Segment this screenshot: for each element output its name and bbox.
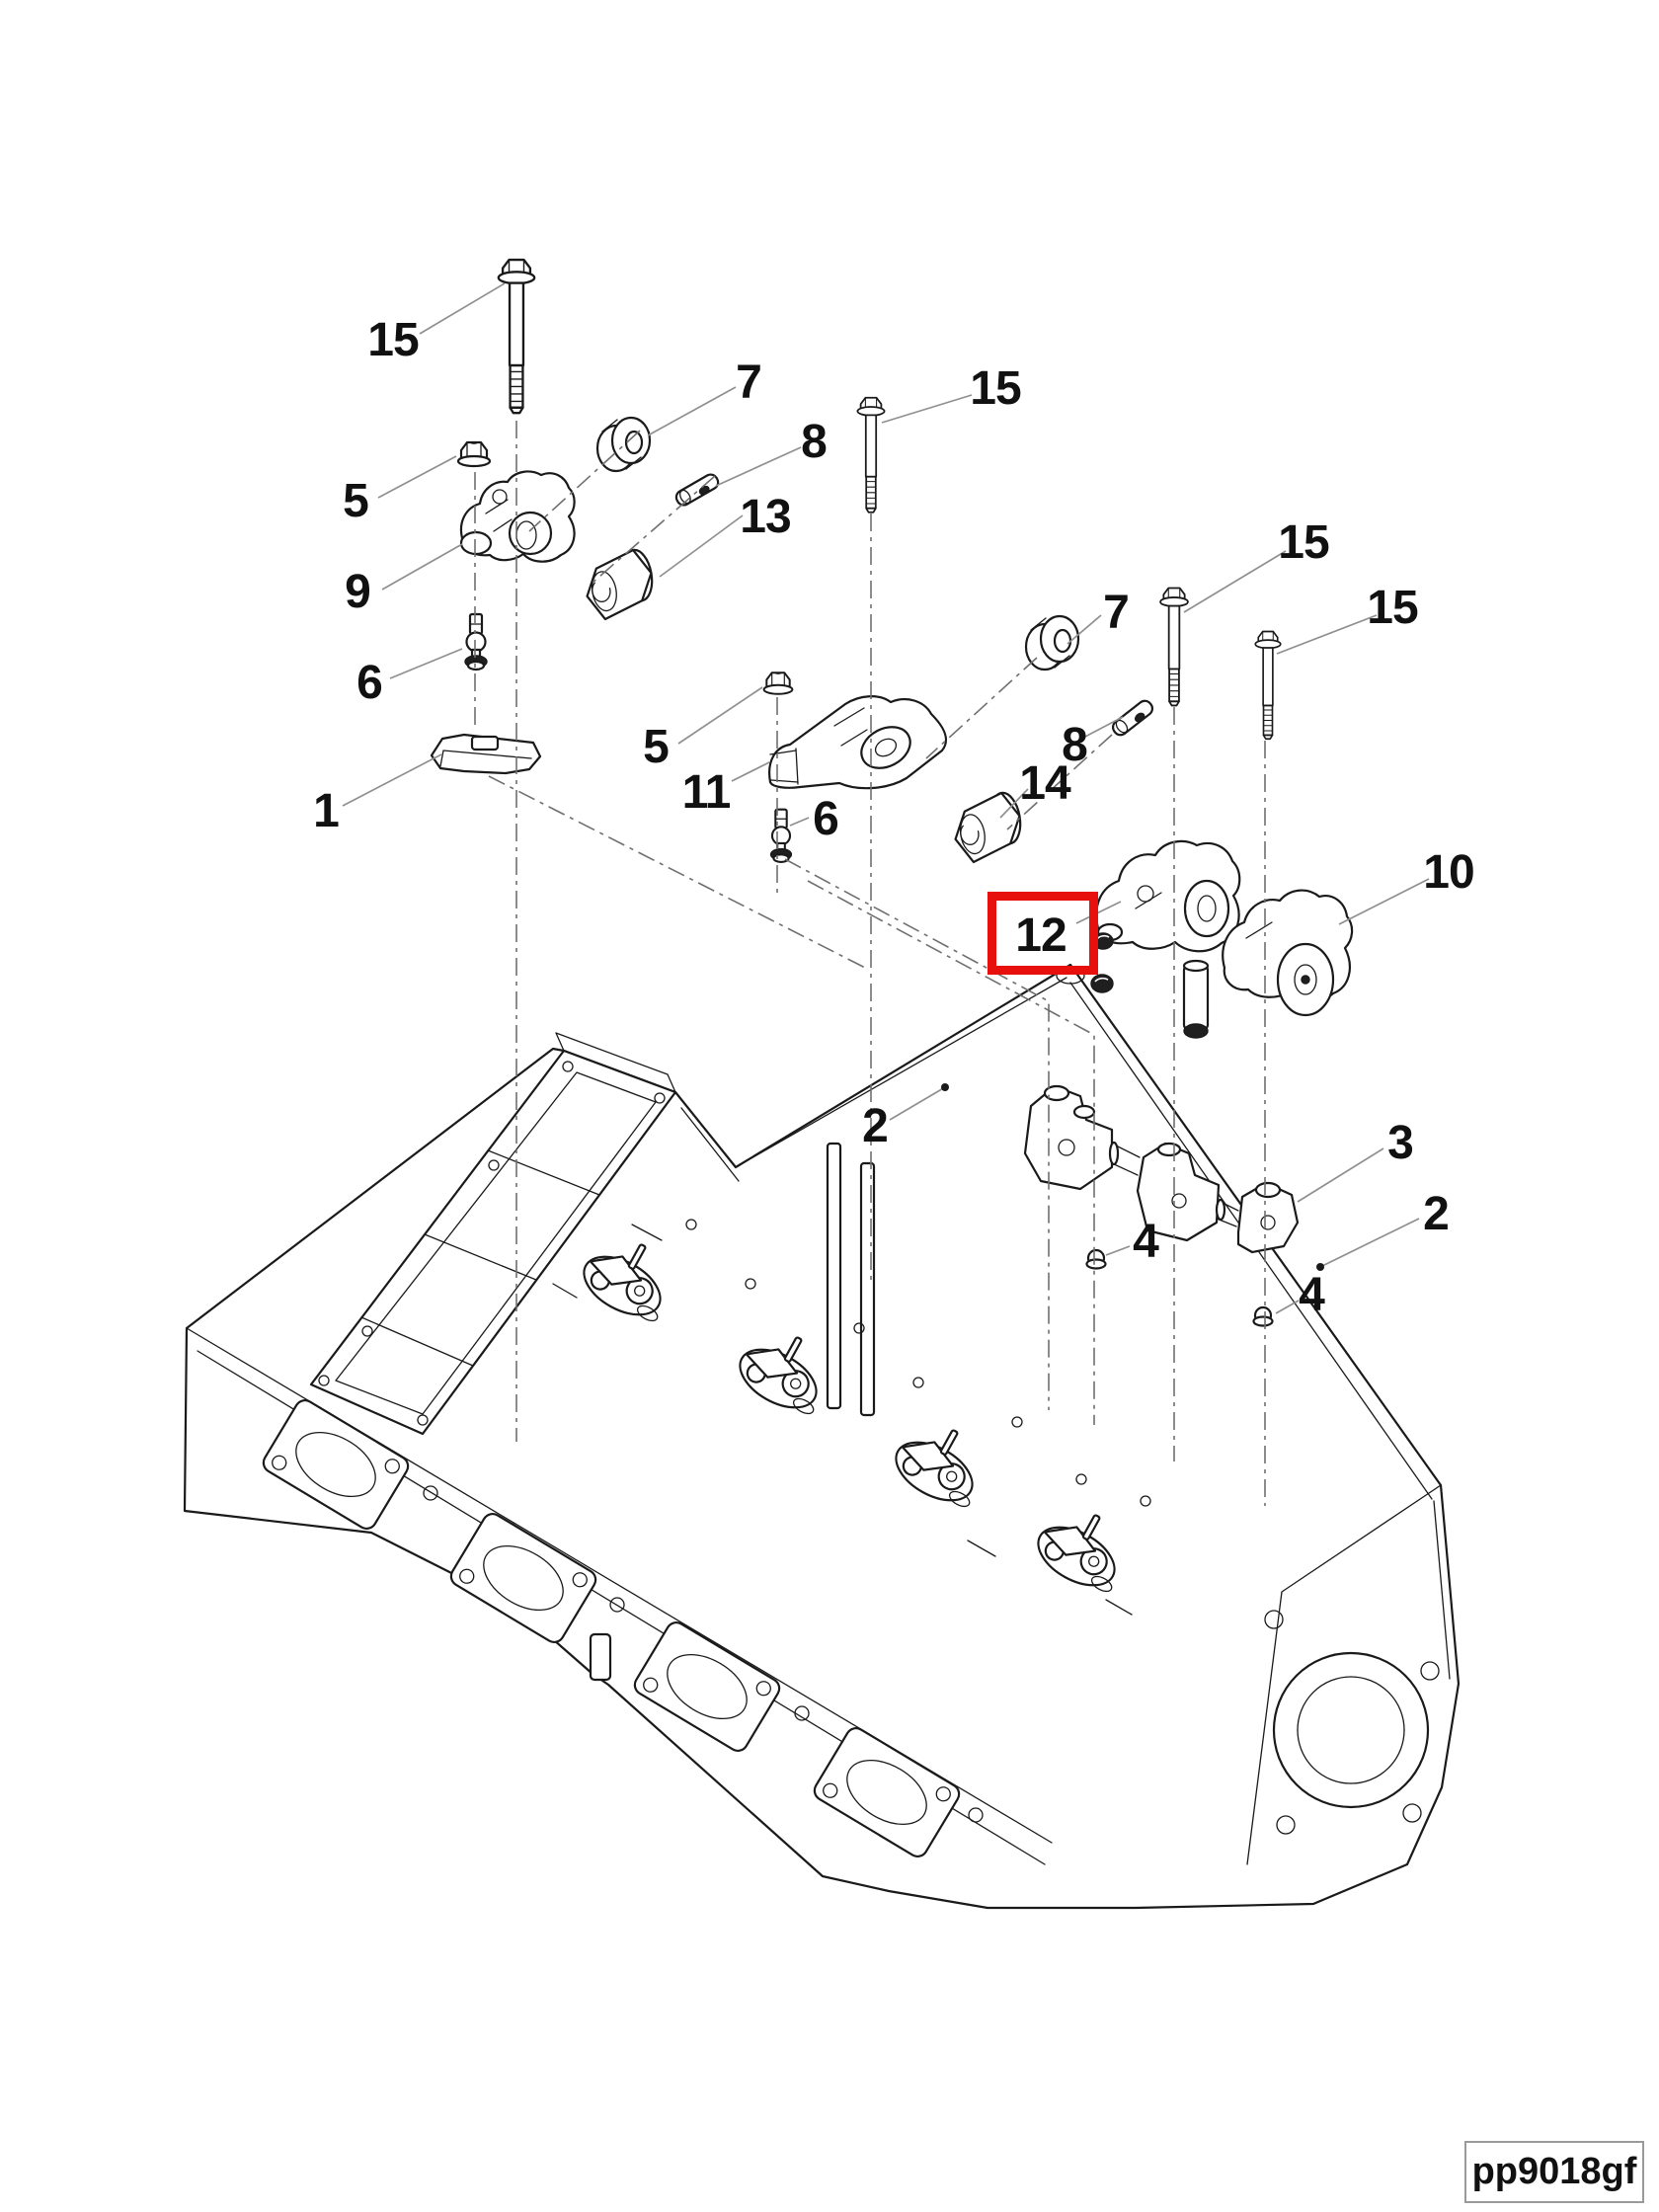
end-face bbox=[1246, 1484, 1451, 1865]
leader-line bbox=[677, 686, 763, 745]
shaft-pedestal-3 bbox=[1236, 1181, 1300, 1254]
leader-line bbox=[1275, 1300, 1300, 1314]
rocker-shaft-assembly bbox=[1023, 1084, 1300, 1254]
leader-line bbox=[389, 648, 463, 679]
callout-11: 11 bbox=[681, 766, 732, 819]
leader-dot bbox=[941, 1083, 949, 1091]
center-line bbox=[925, 657, 1038, 759]
callout-1: 1 bbox=[313, 785, 340, 837]
callout-5: 5 bbox=[643, 721, 670, 773]
leader-line bbox=[889, 1086, 946, 1121]
figure-code: pp9018gf bbox=[1471, 2151, 1637, 2192]
leader-line bbox=[659, 514, 744, 578]
shaft-pedestal-1 bbox=[1023, 1084, 1114, 1191]
leader-line bbox=[381, 543, 463, 591]
leader-line bbox=[419, 282, 506, 335]
leader-line bbox=[1105, 1245, 1131, 1256]
callout-9: 9 bbox=[345, 566, 371, 618]
center-line bbox=[784, 858, 1050, 1410]
leader-line bbox=[1338, 878, 1430, 925]
callout-2: 2 bbox=[1423, 1188, 1450, 1240]
callout-7: 7 bbox=[1103, 587, 1130, 639]
wear-pad-1 bbox=[430, 733, 542, 775]
leader-line bbox=[1297, 1147, 1384, 1203]
center-line bbox=[592, 475, 716, 584]
callout-14: 14 bbox=[1019, 757, 1070, 810]
center-line bbox=[807, 880, 1095, 1425]
leader-line bbox=[647, 386, 737, 436]
callout-2: 2 bbox=[862, 1100, 889, 1152]
callout-15: 15 bbox=[1278, 516, 1329, 569]
callout-8: 8 bbox=[801, 416, 828, 468]
callout-15: 15 bbox=[1367, 582, 1418, 634]
leader-line bbox=[1319, 1218, 1420, 1268]
leader-line bbox=[1276, 614, 1378, 655]
callout-6: 6 bbox=[813, 793, 839, 845]
valve-cover-flange bbox=[309, 1032, 677, 1436]
callout-12-highlighted: 12 bbox=[1015, 909, 1066, 962]
leader-line bbox=[1066, 614, 1102, 645]
callout-3: 3 bbox=[1387, 1117, 1414, 1169]
leader-line bbox=[881, 394, 973, 424]
leader-line bbox=[342, 753, 442, 807]
highlight-box bbox=[988, 892, 1098, 975]
rocker-arm-assembly-10 bbox=[1090, 839, 1354, 1039]
callout-4: 4 bbox=[1299, 1269, 1325, 1321]
leader-line bbox=[1183, 550, 1287, 613]
callout-8: 8 bbox=[1062, 719, 1088, 771]
center-line bbox=[1006, 734, 1113, 830]
rocker-arm-9 bbox=[459, 470, 576, 563]
exploded-parts bbox=[430, 258, 1354, 1327]
leader-line bbox=[1075, 901, 1122, 924]
callout-6: 6 bbox=[356, 657, 383, 709]
callout-13: 13 bbox=[740, 491, 791, 543]
leader-line bbox=[715, 446, 802, 487]
callout-4: 4 bbox=[1133, 1216, 1159, 1268]
callout-7: 7 bbox=[736, 356, 762, 409]
center-line bbox=[528, 430, 641, 532]
leader-dot bbox=[1316, 1263, 1324, 1271]
callout-15: 15 bbox=[367, 314, 419, 366]
callout-5: 5 bbox=[343, 475, 369, 527]
leader-line bbox=[377, 455, 457, 499]
callout-10: 10 bbox=[1423, 846, 1474, 899]
leader-line bbox=[999, 788, 1029, 819]
center-line bbox=[488, 775, 870, 971]
leader-line bbox=[789, 817, 810, 827]
callout-15: 15 bbox=[970, 362, 1021, 415]
leader-line bbox=[731, 761, 770, 782]
leader-line bbox=[1082, 716, 1124, 739]
figure-code-plate: pp9018gf bbox=[1464, 2141, 1644, 2203]
rocker-arm-11 bbox=[768, 695, 948, 790]
front-port-openings bbox=[262, 1399, 984, 1857]
valvetrain-clusters bbox=[552, 1142, 1151, 1616]
